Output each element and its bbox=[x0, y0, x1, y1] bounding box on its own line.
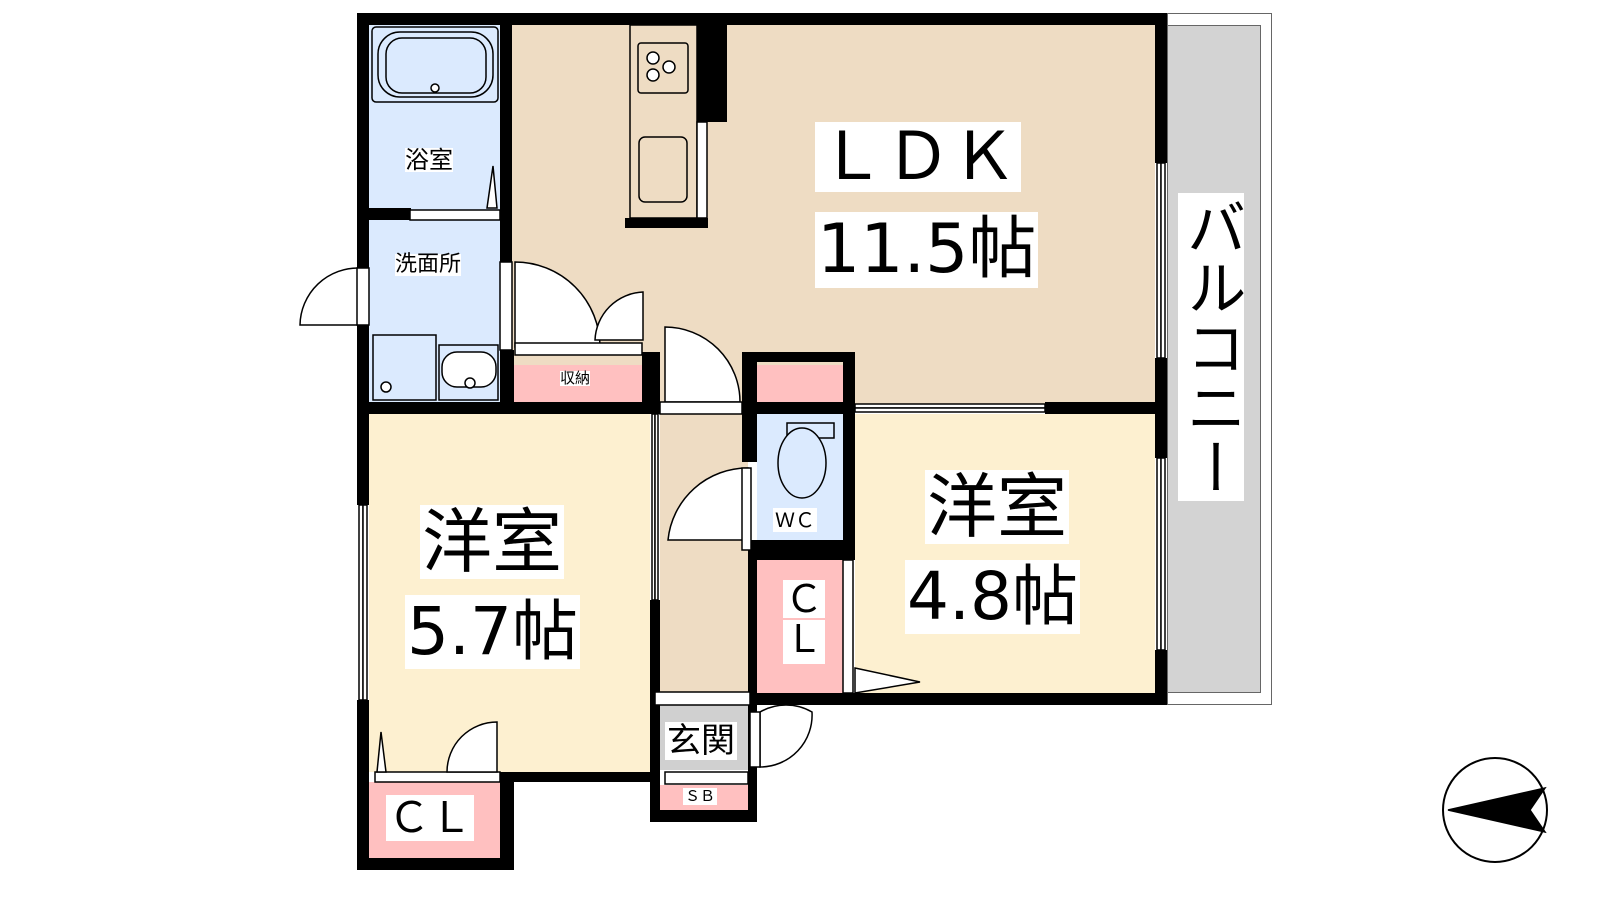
shoe-box-label: ＳＢ bbox=[683, 787, 718, 805]
closet-right-label-c: Ｃ bbox=[783, 577, 825, 621]
hallway bbox=[660, 414, 748, 695]
ldk-label: ＬＤＫ bbox=[815, 122, 1021, 192]
storage-label: 収納 bbox=[560, 369, 591, 387]
western1-label: 洋室 bbox=[420, 501, 564, 583]
kitchen-sink-icon bbox=[638, 136, 688, 203]
western-room-2 bbox=[855, 414, 1155, 693]
entrance-label: 玄関 bbox=[665, 721, 737, 761]
north-arrow-icon bbox=[1447, 786, 1547, 834]
western-room-1 bbox=[369, 414, 650, 772]
western1-size: 5.7帖 bbox=[405, 593, 580, 670]
wc-label: ＷＣ bbox=[773, 508, 817, 532]
western2-label: 洋室 bbox=[925, 466, 1069, 548]
bathtub-icon bbox=[371, 26, 499, 103]
closet-left-label: ＣＬ bbox=[386, 793, 475, 842]
wall bbox=[357, 13, 1167, 25]
door-swing bbox=[514, 261, 601, 348]
western2-size: 4.8帖 bbox=[905, 558, 1080, 635]
bath-label: 浴室 bbox=[405, 146, 453, 174]
closet-right-label-l: Ｌ bbox=[783, 620, 825, 664]
ldk-size: 11.5帖 bbox=[815, 210, 1039, 289]
balcony-label: バルコニー bbox=[1176, 193, 1246, 501]
washroom-label: 洗面所 bbox=[395, 252, 462, 277]
